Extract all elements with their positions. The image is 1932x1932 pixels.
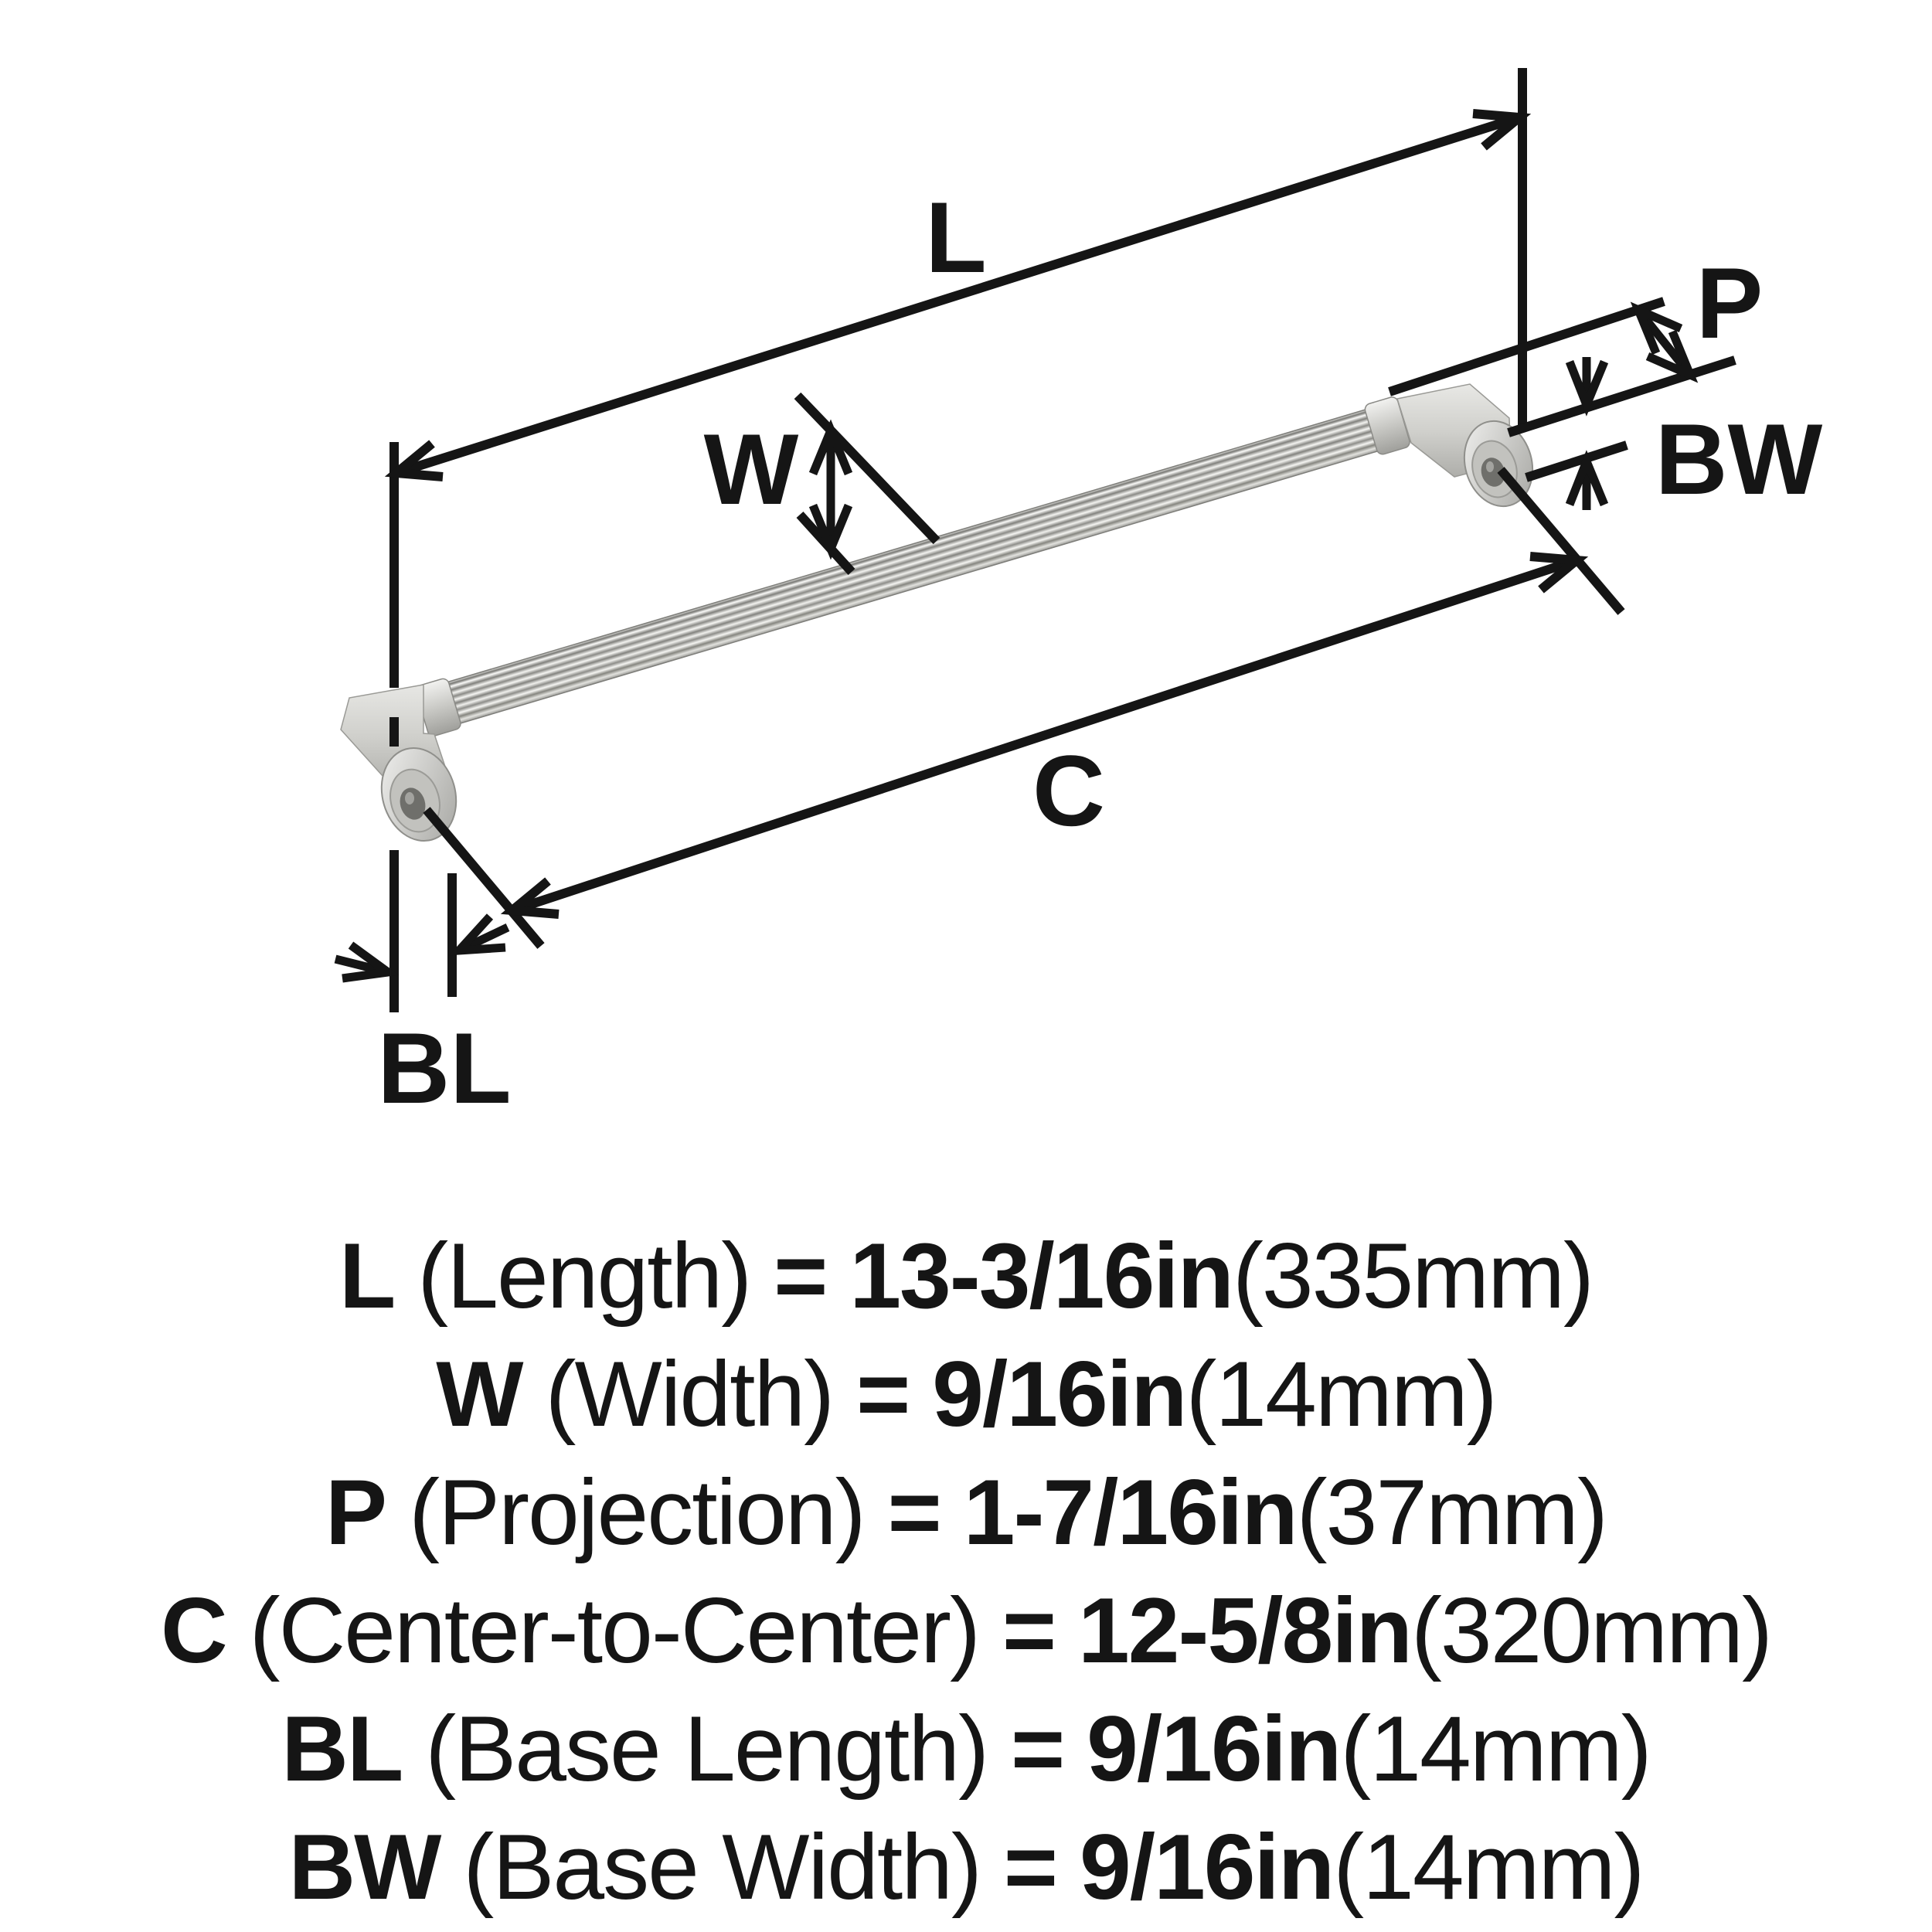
spec-name: (Length) bbox=[417, 1223, 752, 1328]
spec-name: (Projection) bbox=[409, 1460, 866, 1564]
spec-value: 12-5/8in bbox=[1078, 1578, 1413, 1682]
c-extension-line-left bbox=[423, 807, 545, 949]
spec-value: 1-7/16in bbox=[963, 1460, 1298, 1564]
arrowhead-p-lower bbox=[1645, 329, 1699, 383]
spec-row-base-width: BW (Base Width) = 9/16in (14mm) bbox=[288, 1808, 1645, 1926]
spec-row-center-to-center: C (Center-to-Center) = 12-5/8in (320mm) bbox=[161, 1571, 1773, 1689]
arrowhead-w-bottom bbox=[808, 503, 853, 560]
dimension-spec-list: L (Length) = 13-3/16in (335mm) W (Width)… bbox=[0, 1216, 1932, 1926]
spec-metric: (320mm) bbox=[1410, 1578, 1773, 1682]
spec-value: 9/16in bbox=[1079, 1815, 1335, 1919]
spec-metric: (37mm) bbox=[1296, 1460, 1608, 1564]
spec-row-length: L (Length) = 13-3/16in (335mm) bbox=[338, 1216, 1594, 1335]
arrowhead-bw-up bbox=[1565, 450, 1609, 507]
spec-value: 13-3/16in bbox=[849, 1223, 1234, 1328]
spec-metric: (14mm) bbox=[1340, 1696, 1651, 1801]
spec-equals: = bbox=[1002, 1578, 1056, 1682]
arrowhead-bl-left bbox=[342, 941, 400, 983]
spec-equals: = bbox=[1011, 1696, 1065, 1801]
handle-bar bbox=[417, 399, 1411, 733]
label-p: P bbox=[1696, 247, 1764, 359]
arrowhead-c-right bbox=[1529, 552, 1589, 594]
spec-equals: = bbox=[774, 1223, 828, 1328]
arrowhead-bl-right bbox=[448, 913, 506, 956]
arrowhead-l-left bbox=[384, 440, 444, 481]
label-c: C bbox=[1032, 734, 1105, 847]
arrowhead-c-left bbox=[500, 877, 560, 919]
bw-extension-line-base-bottom bbox=[1525, 440, 1628, 482]
label-l: L bbox=[925, 181, 986, 294]
spec-name: (Width) bbox=[545, 1342, 835, 1446]
dimension-line-c bbox=[511, 556, 1578, 915]
handle bbox=[340, 383, 1534, 842]
p-extension-line-top bbox=[1388, 297, 1665, 396]
dimension-diagram: L W P BW C BL bbox=[334, 68, 1823, 1124]
arrowhead-l-right bbox=[1472, 109, 1532, 151]
w-tick-upper bbox=[794, 392, 940, 545]
spec-symbol: L bbox=[338, 1223, 396, 1328]
spec-name: (Base Width) bbox=[463, 1815, 982, 1919]
arrowhead-w-top bbox=[808, 419, 853, 476]
c-extension-line-right bbox=[1497, 467, 1625, 615]
spec-metric: (14mm) bbox=[1333, 1815, 1645, 1919]
spec-value: 9/16in bbox=[1087, 1696, 1342, 1801]
dimension-line-l bbox=[395, 113, 1521, 478]
spec-value: 9/16in bbox=[932, 1342, 1187, 1446]
spec-name: (Center-to-Center) bbox=[249, 1578, 981, 1682]
spec-name: (Base Length) bbox=[425, 1696, 989, 1801]
spec-symbol: BL bbox=[281, 1696, 403, 1801]
spec-equals: = bbox=[856, 1342, 910, 1446]
spec-symbol: P bbox=[325, 1460, 387, 1564]
spec-metric: (14mm) bbox=[1185, 1342, 1497, 1446]
spec-row-width: W (Width) = 9/16in (14mm) bbox=[436, 1335, 1498, 1453]
spec-row-base-length: BL (Base Length) = 9/16in (14mm) bbox=[281, 1689, 1651, 1808]
p-extension-line-base-top bbox=[1507, 355, 1736, 437]
spec-row-projection: P (Projection) = 1-7/16in (37mm) bbox=[325, 1453, 1608, 1571]
spec-equals: = bbox=[1003, 1815, 1058, 1919]
arrowhead-p-upper bbox=[1630, 301, 1683, 355]
spec-symbol: W bbox=[436, 1342, 523, 1446]
label-w: W bbox=[704, 413, 799, 526]
spec-symbol: C bbox=[161, 1578, 228, 1682]
spec-symbol: BW bbox=[288, 1815, 441, 1919]
arrowhead-bw-down bbox=[1565, 359, 1609, 417]
spec-metric: (335mm) bbox=[1232, 1223, 1594, 1328]
label-bw: BW bbox=[1655, 403, 1823, 515]
spec-equals: = bbox=[887, 1460, 942, 1564]
label-bl: BL bbox=[377, 1012, 511, 1124]
